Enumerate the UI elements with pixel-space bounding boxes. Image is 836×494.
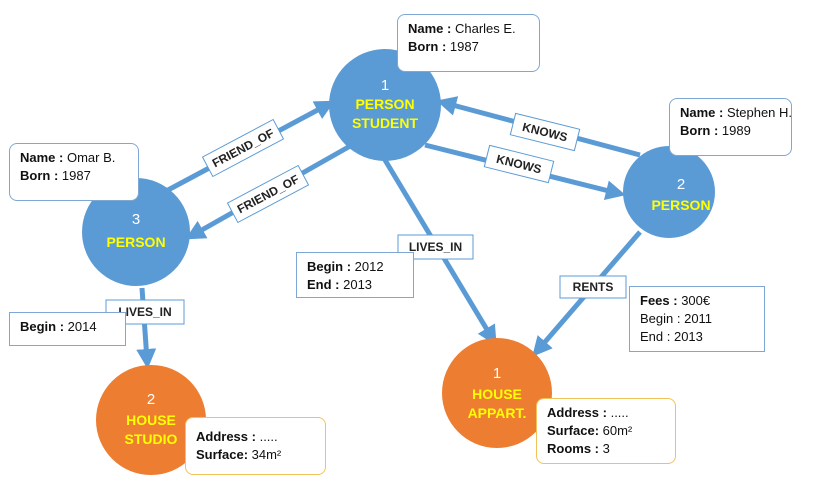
property-value: 2014 bbox=[64, 319, 97, 334]
node-house-studio-label-2: STUDIO bbox=[125, 431, 178, 447]
property-box-studio: Address : ..... Surface: 34m² bbox=[185, 417, 326, 475]
node-person-omar-id: 3 bbox=[132, 211, 140, 228]
property-key: Begin : bbox=[307, 259, 352, 274]
property-value: Omar B. bbox=[63, 150, 116, 165]
property-box-rents: Fees : 300€ Begin : 2011 End : 2013 bbox=[629, 286, 765, 352]
property-key: Born : bbox=[680, 123, 719, 138]
property-value: 2013 bbox=[339, 277, 373, 292]
property-box-lives-in-omar: Begin : 2014 bbox=[9, 312, 126, 346]
node-house-appart-id: 1 bbox=[493, 365, 501, 382]
property-value: Charles E. bbox=[451, 21, 516, 36]
edge-label-lives-in-1: LIVES_IN bbox=[397, 234, 474, 260]
property-value: 60m² bbox=[599, 423, 633, 438]
node-person-student-label-2: STUDENT bbox=[352, 115, 419, 131]
property-box-lives-in-student: Begin : 2012 End : 2013 bbox=[296, 252, 414, 298]
property-key: Rooms : bbox=[547, 441, 599, 456]
node-person-student: 1 PERSON STUDENT bbox=[329, 49, 441, 161]
node-house-studio-id: 2 bbox=[147, 391, 155, 408]
edge-label-lives-in-1-text: LIVES_IN bbox=[409, 240, 462, 254]
edge-label-rents: RENTS bbox=[559, 275, 627, 299]
property-box-stephen: Name : Stephen H. Born : 1989 bbox=[669, 98, 792, 156]
property-key: Name : bbox=[20, 150, 64, 165]
node-house-studio-label-1: HOUSE bbox=[126, 412, 176, 428]
property-value: 300€ bbox=[677, 293, 711, 308]
node-house-appart-label-1: HOUSE bbox=[472, 386, 522, 402]
property-value: ..... bbox=[255, 429, 278, 444]
node-person-stephen: 2 PERSON bbox=[623, 146, 715, 238]
property-box-charles: Name : Charles E. Born : 1987 bbox=[397, 14, 540, 72]
property-value: 3 bbox=[599, 441, 610, 456]
node-person-student-id: 1 bbox=[381, 77, 389, 94]
property-key: Name : bbox=[408, 21, 452, 36]
edge-label-rents-text: RENTS bbox=[573, 280, 614, 294]
property-key: Surface: bbox=[547, 423, 600, 438]
node-person-student-label-1: PERSON bbox=[355, 96, 414, 112]
edge-label-knows-2: KNOWS bbox=[483, 144, 555, 184]
edge-label-lives-in-2-text: LIVES_IN bbox=[118, 305, 171, 319]
node-person-omar: 3 PERSON bbox=[82, 178, 190, 286]
property-value: Stephen H. bbox=[723, 105, 793, 120]
property-value: ..... bbox=[606, 405, 629, 420]
property-key: Born : bbox=[408, 39, 447, 54]
node-person-stephen-id: 2 bbox=[677, 176, 685, 193]
property-key: Surface: bbox=[196, 447, 249, 462]
property-box-appart: Address : ..... Surface: 60m² Rooms : 3 bbox=[536, 398, 676, 464]
property-value: 2012 bbox=[351, 259, 384, 274]
node-house-studio: 2 HOUSE STUDIO bbox=[96, 365, 206, 475]
node-house-appart-label-2: APPART. bbox=[468, 405, 527, 421]
edge-label-knows-1: KNOWS bbox=[509, 112, 581, 152]
node-person-stephen-label: PERSON bbox=[651, 197, 710, 213]
node-person-omar-label: PERSON bbox=[106, 234, 165, 250]
property-key: Address : bbox=[196, 429, 256, 444]
edge-label-friend-of-1: FRIEND_OF bbox=[201, 118, 285, 178]
property-value: 34m² bbox=[248, 447, 282, 462]
property-key: End : bbox=[307, 277, 340, 292]
property-value: 1987 bbox=[446, 39, 479, 54]
property-value: 1989 bbox=[718, 123, 751, 138]
property-box-omar: Name : Omar B. Born : 1987 bbox=[9, 143, 139, 201]
property-end: End : 2013 bbox=[640, 329, 703, 344]
property-key: Begin : bbox=[20, 319, 65, 334]
property-key: Name : bbox=[680, 105, 724, 120]
edge-label-friend-of-2: FRIEND_OF bbox=[226, 164, 310, 224]
property-begin: Begin : 2011 bbox=[640, 311, 713, 326]
node-house-appart: 1 HOUSE APPART. bbox=[442, 338, 552, 448]
property-key: Born : bbox=[20, 168, 59, 183]
property-key: Address : bbox=[547, 405, 607, 420]
property-key: Fees : bbox=[640, 293, 678, 308]
property-value: 1987 bbox=[58, 168, 91, 183]
